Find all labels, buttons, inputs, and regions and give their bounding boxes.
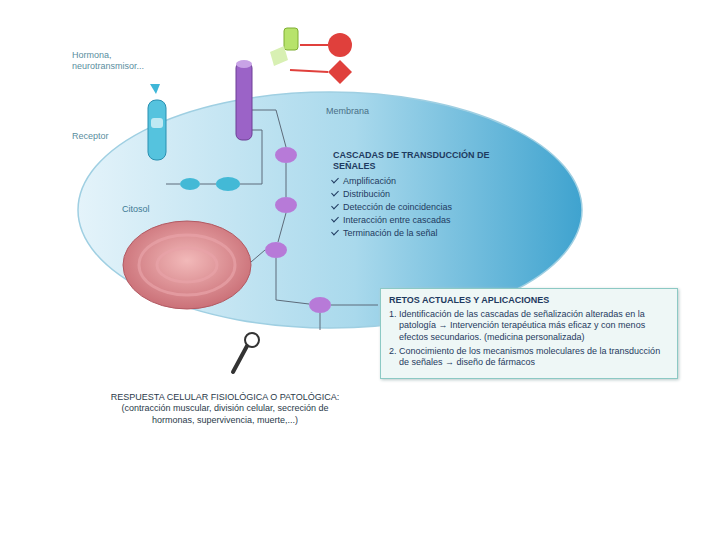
ligand [150, 84, 160, 94]
adaptor-protein [216, 177, 240, 191]
ligand-molecule [328, 33, 352, 57]
check-bullet [331, 176, 339, 184]
kinase [275, 147, 297, 163]
ligand-label: Hormona, neurotransmisor... [72, 50, 144, 71]
cascade-item-wrap: Detección de coincidencias [333, 202, 503, 213]
kinase [309, 297, 331, 313]
pathway-line [278, 213, 286, 242]
cascade-item: Amplificación [343, 176, 396, 186]
receptor-label-wrap: Receptor [72, 131, 142, 142]
cascade-item-wrap: Terminación de la señal [333, 228, 503, 239]
check-bullet [331, 215, 339, 223]
ligand-molecule [284, 28, 298, 50]
channel-symbol [236, 62, 252, 140]
adaptor-protein [180, 178, 200, 190]
magnifier-handle [233, 346, 247, 372]
pathway-line [276, 258, 309, 304]
kinase [275, 197, 297, 213]
ligand-molecule [270, 46, 288, 66]
pathway-line [200, 184, 216, 185]
check-bullet [331, 189, 339, 197]
receptor-symbol [148, 100, 166, 160]
cascade-item: Terminación de la señal [343, 228, 438, 238]
cascade-heading-wrap: CASCADAS DE TRANSDUCCIÓN DE SEÑALES [333, 150, 523, 173]
check-bullet [331, 228, 339, 236]
membrane-label: Membrana [326, 106, 369, 117]
pathway-line [252, 110, 286, 147]
receptor-part [151, 118, 163, 128]
cascade-item: Detección de coincidencias [343, 202, 452, 212]
pathway-line [286, 163, 287, 197]
pathway-line [166, 184, 180, 185]
bond [290, 70, 328, 72]
ligand-label-wrap: Hormona, neurotransmisor... [72, 50, 182, 73]
cytosol-label: Citosol [122, 204, 150, 215]
numbered-item: 1. Identificación de las cascadas de señ… [389, 309, 669, 344]
response-note-wrap: RESPUESTA CELULAR FISIOLÓGICA O PATOLÓGI… [100, 392, 350, 426]
cascade-item-wrap: Amplificación [333, 176, 503, 187]
cascade-item: Interacción entre cascadas [343, 215, 451, 225]
numbered-item: 2. Conocimiento de los mecanismos molecu… [389, 346, 669, 369]
receptor-label: Receptor [72, 131, 109, 141]
bond [300, 44, 328, 46]
cascade-item-wrap: Distribución [333, 189, 503, 200]
kinase [265, 242, 287, 258]
pathway-line [320, 313, 321, 330]
nucleus-fold [139, 235, 235, 295]
check-bullet [331, 202, 339, 210]
cascade-heading: CASCADAS DE TRANSDUCCIÓN DE SEÑALES [333, 150, 490, 171]
nucleus-fold [157, 248, 217, 282]
cascade-item: Distribución [343, 189, 390, 199]
pathway-line [251, 250, 265, 262]
box-heading: RETOS ACTUALES Y APLICACIONES [389, 295, 669, 307]
response-note: RESPUESTA CELULAR FISIOLÓGICA O PATOLÓGI… [111, 392, 339, 425]
info-box: RETOS ACTUALES Y APLICACIONES 1. Identifi… [380, 288, 678, 379]
nucleus [123, 221, 251, 309]
cascade-item-wrap: Interacción entre cascadas [333, 215, 503, 226]
pathway-line [331, 305, 378, 306]
channel-top [236, 60, 252, 68]
ligand-molecule [328, 60, 352, 84]
